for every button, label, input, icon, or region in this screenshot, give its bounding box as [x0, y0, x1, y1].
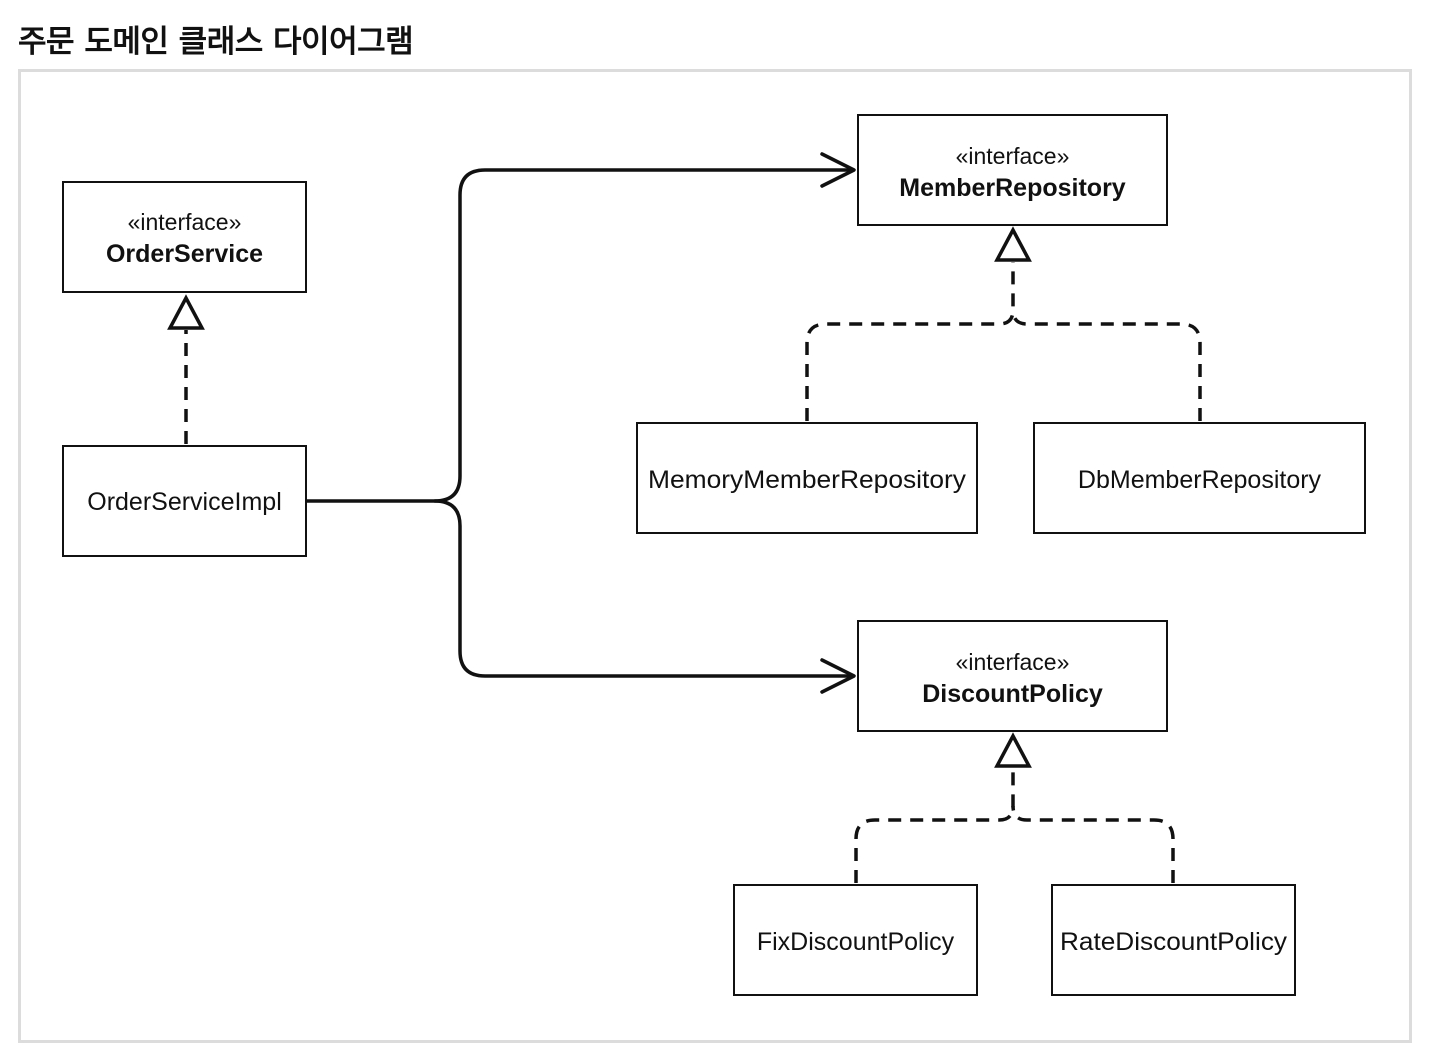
- class-discountpolicy: «interface» DiscountPolicy: [857, 620, 1168, 732]
- discountpolicy-stereotype: «interface»: [956, 649, 1070, 675]
- arrowhead-memberrepository: [820, 152, 856, 188]
- memberrepository-name: MemberRepository: [899, 174, 1126, 202]
- class-memberrepository: «interface» MemberRepository: [857, 114, 1168, 226]
- class-ratediscountpolicy: RateDiscountPolicy: [1051, 884, 1296, 996]
- class-diagram: «interface» OrderService OrderServiceImp…: [62, 114, 1366, 996]
- edge-orderserviceimpl-to-memberrepository: [305, 168, 854, 503]
- ratediscountpolicy-name: RateDiscountPolicy: [1060, 928, 1288, 956]
- class-orderservice: «interface» OrderService: [62, 181, 307, 293]
- edge-rate-realizes-discountpolicy: [1011, 805, 1175, 883]
- fixdiscountpolicy-name: FixDiscountPolicy: [757, 928, 955, 956]
- orderservice-stereotype: «interface»: [128, 209, 242, 235]
- edge-memory-realizes-memberrepository: [805, 262, 1015, 421]
- arrowhead-discountpolicy: [820, 658, 856, 694]
- class-memorymemberrepository: MemoryMemberRepository: [636, 422, 978, 534]
- orderserviceimpl-name: OrderServiceImpl: [87, 488, 282, 516]
- edge-db-realizes-memberrepository: [1011, 309, 1202, 421]
- edge-fix-realizes-discountpolicy: [854, 768, 1015, 883]
- realization-head-memberrepository: [994, 226, 1032, 262]
- class-fixdiscountpolicy: FixDiscountPolicy: [733, 884, 978, 996]
- orderservice-name: OrderService: [106, 240, 263, 268]
- realization-head-orderservice: [167, 294, 205, 330]
- class-diagram-frame: «interface» OrderService OrderServiceImp…: [18, 69, 1412, 1043]
- realization-head-discountpolicy: [994, 732, 1032, 768]
- class-orderserviceimpl: OrderServiceImpl: [62, 445, 307, 557]
- page-title: 주문 도메인 클래스 다이어그램: [18, 24, 414, 60]
- memberrepository-stereotype: «interface»: [956, 143, 1070, 169]
- dbmemberrepository-name: DbMemberRepository: [1078, 466, 1322, 494]
- discountpolicy-name: DiscountPolicy: [922, 680, 1103, 708]
- class-dbmemberrepository: DbMemberRepository: [1033, 422, 1366, 534]
- edge-orderserviceimpl-to-discountpolicy: [433, 499, 854, 678]
- memorymemberrepository-name: MemoryMemberRepository: [648, 466, 967, 494]
